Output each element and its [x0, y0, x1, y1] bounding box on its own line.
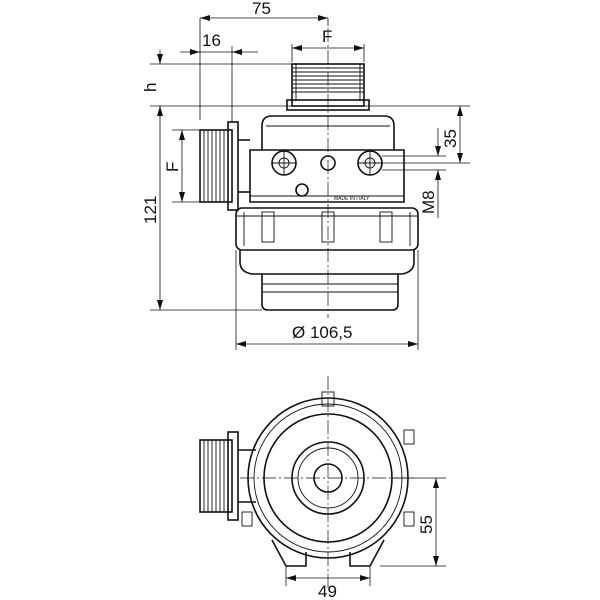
dim-diameter: Ø 106,5: [292, 323, 353, 342]
dim-F-side: F: [163, 162, 182, 172]
lug-top: [321, 391, 335, 407]
dim-49: 49: [318, 582, 337, 600]
lug-left-lower: [241, 511, 253, 527]
lug-right-upper: [403, 429, 415, 445]
top-outlet-body: [291, 63, 365, 107]
dim-h: h: [141, 83, 160, 92]
dim-75: 75: [252, 0, 271, 18]
dim-F-top: F: [322, 27, 332, 46]
top-outlet: [286, 63, 370, 111]
foot-left: [271, 539, 307, 567]
lug-right-lower: [403, 511, 415, 527]
foot-right: [349, 539, 385, 567]
dim-16: 16: [202, 31, 221, 50]
filter-bowl: [239, 250, 415, 311]
side-inlet-flange: [227, 121, 239, 211]
outlet-inner: [313, 463, 343, 493]
bleed-screw: [320, 155, 336, 171]
drain-plug: [295, 183, 309, 197]
top-outlet-collar: [286, 99, 370, 111]
outlet-outer: [291, 441, 365, 515]
locking-ring: [235, 207, 419, 251]
top-view: 55 49: [199, 376, 446, 600]
dim-M8: M8: [419, 190, 438, 214]
side-inlet: [199, 121, 250, 211]
front-view: MADE IN ITALY: [141, 0, 470, 350]
dim-55: 55: [417, 515, 436, 534]
dim-121: 121: [141, 196, 160, 224]
filter-head: MADE IN ITALY: [249, 115, 405, 203]
dim-35: 35: [441, 129, 460, 148]
made-in-italy-text: MADE IN ITALY: [334, 196, 370, 202]
